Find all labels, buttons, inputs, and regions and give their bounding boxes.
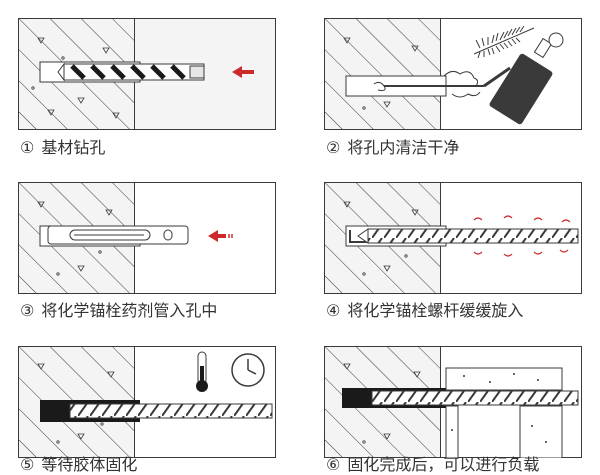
step-2-svg — [324, 18, 582, 130]
step-1-svg — [18, 18, 276, 130]
step-1-label: 基材钻孔 — [41, 138, 106, 157]
step-6-illustration — [324, 346, 582, 458]
step-6-svg — [324, 346, 582, 458]
step-5-caption: ⑤ 等待胶体固化 — [20, 455, 137, 475]
thermometer-icon — [196, 351, 208, 392]
step-2-caption: ② 将孔内清洁干净 — [326, 138, 459, 158]
step-1-illustration — [18, 18, 276, 130]
concrete-base — [324, 18, 441, 130]
threaded-rod-icon — [371, 390, 579, 406]
step-4-svg — [324, 182, 582, 294]
step-1-caption: ① 基材钻孔 — [20, 138, 105, 158]
resin-capsule-icon — [47, 225, 189, 245]
step-3-label: 将化学锚栓药剂管入孔中 — [41, 301, 218, 320]
step-2-illustration — [324, 18, 582, 130]
insert-arrow-icon — [208, 230, 233, 242]
step-4-caption: ④ 将化学锚栓螺杆缓缓旋入 — [326, 301, 523, 321]
step-5-illustration — [18, 346, 276, 458]
step-6-caption: ⑥ 固化完成后，可以进行负载 — [326, 455, 539, 475]
step-6-number: ⑥ — [326, 455, 341, 474]
step-2-label: 将孔内清洁干净 — [347, 138, 460, 157]
step-3-svg — [18, 182, 276, 294]
cleaning-brush-icon — [473, 25, 535, 59]
step-3-number: ③ — [20, 301, 35, 320]
step-5-number: ⑤ — [20, 455, 35, 474]
insert-arrow-icon — [232, 66, 254, 78]
step-4-label: 将化学锚栓螺杆缓缓旋入 — [347, 301, 524, 320]
step-2-number: ② — [326, 138, 341, 157]
rotation-marks-icon — [473, 215, 571, 257]
fixture-plate-icon — [445, 367, 563, 458]
step-5-label: 等待胶体固化 — [41, 455, 138, 474]
air-blower-icon — [373, 32, 564, 125]
step-3-illustration — [18, 182, 276, 294]
threaded-rod-icon — [357, 228, 579, 244]
step-3-caption: ③ 将化学锚栓药剂管入孔中 — [20, 301, 217, 321]
threaded-rod-icon — [69, 403, 273, 419]
step-4-illustration — [324, 182, 582, 294]
clock-icon — [231, 353, 265, 387]
step-4-number: ④ — [326, 301, 341, 320]
step-5-svg — [18, 346, 276, 458]
step-6-label: 固化完成后，可以进行负载 — [347, 455, 540, 474]
step-1-number: ① — [20, 138, 35, 157]
drill-bit-icon — [57, 62, 205, 82]
